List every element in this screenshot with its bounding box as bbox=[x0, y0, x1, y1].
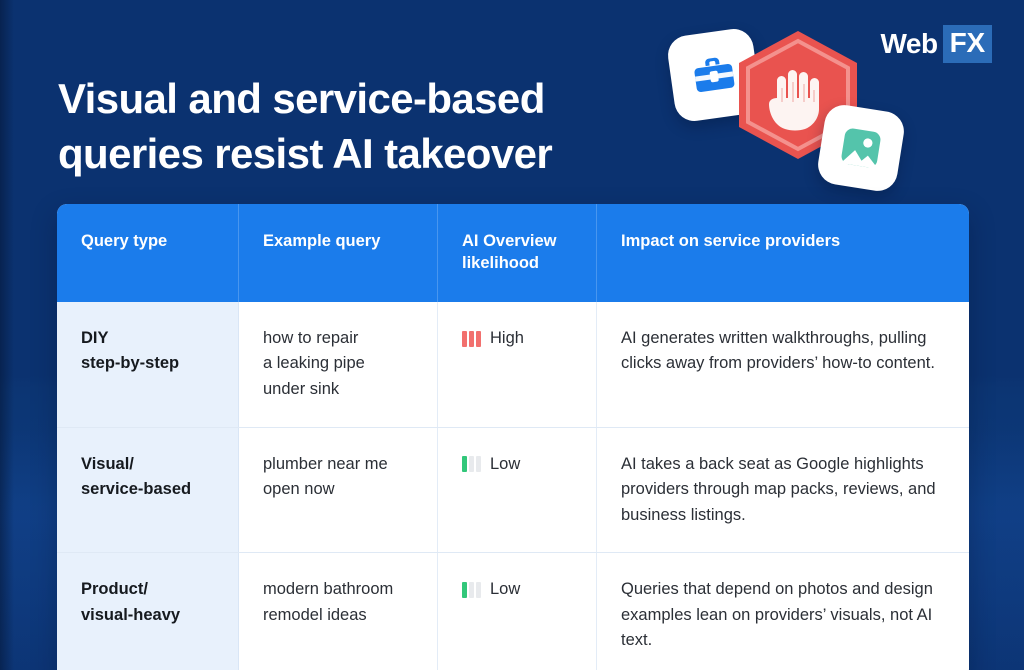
cell-impact: AI takes a back seat as Google highlight… bbox=[621, 454, 936, 524]
toolbox-icon bbox=[665, 26, 763, 124]
comparison-table: Query type Example query AI Overview lik… bbox=[57, 204, 969, 670]
table-row: DIY step-by-step how to repair a leaking… bbox=[57, 301, 969, 427]
page-title: Visual and service-based queries resist … bbox=[58, 72, 678, 181]
cell-impact: AI generates written walkthroughs, pulli… bbox=[621, 328, 935, 373]
cell-query-type: Visual/ service-based bbox=[57, 427, 239, 553]
background-left-edge bbox=[0, 0, 14, 670]
icon-cluster bbox=[665, 24, 907, 194]
cell-example-query: how to repair a leaking pipe under sink bbox=[239, 301, 438, 427]
cell-likelihood: High bbox=[438, 301, 597, 427]
cell-likelihood: Low bbox=[438, 427, 597, 553]
page-title-line-1: Visual and service-based bbox=[58, 75, 545, 123]
likelihood-label: High bbox=[490, 328, 524, 347]
likelihood-indicator-high: High bbox=[462, 326, 574, 352]
likelihood-bars-icon bbox=[462, 330, 481, 347]
cell-query-type: Product/ visual-heavy bbox=[57, 553, 239, 670]
cell-impact: Queries that depend on photos and design… bbox=[621, 580, 933, 650]
table-row: Visual/ service-based plumber near me op… bbox=[57, 426, 969, 553]
cell-likelihood: Low bbox=[438, 553, 597, 670]
column-header-query-type: Query type bbox=[57, 204, 239, 302]
column-header-impact: Impact on service providers bbox=[621, 232, 841, 250]
column-header-ai-overview-likelihood: AI Overview likelihood bbox=[438, 204, 597, 302]
likelihood-bars-icon bbox=[462, 582, 481, 599]
webfx-logo: Web FX bbox=[880, 25, 992, 63]
table-header-row: Query type Example query AI Overview lik… bbox=[57, 204, 969, 302]
page-title-line-2: queries resist AI takeover bbox=[58, 129, 553, 177]
table-row: Product/ visual-heavy modern bathroom re… bbox=[57, 552, 969, 670]
likelihood-indicator-low: Low bbox=[462, 452, 574, 478]
likelihood-label: Low bbox=[490, 454, 521, 473]
likelihood-bars-icon bbox=[462, 456, 481, 473]
image-photo-icon bbox=[815, 102, 907, 194]
cell-example-query: modern bathroom remodel ideas bbox=[239, 553, 438, 670]
likelihood-label: Low bbox=[490, 580, 521, 599]
logo-web-text: Web bbox=[880, 28, 939, 59]
cell-example-query: plumber near me open now bbox=[239, 427, 438, 553]
cell-query-type: DIY step-by-step bbox=[57, 301, 239, 427]
logo-fx-badge: FX bbox=[942, 25, 992, 63]
column-header-example-query: Example query bbox=[239, 204, 438, 302]
likelihood-indicator-low: Low bbox=[462, 577, 574, 603]
